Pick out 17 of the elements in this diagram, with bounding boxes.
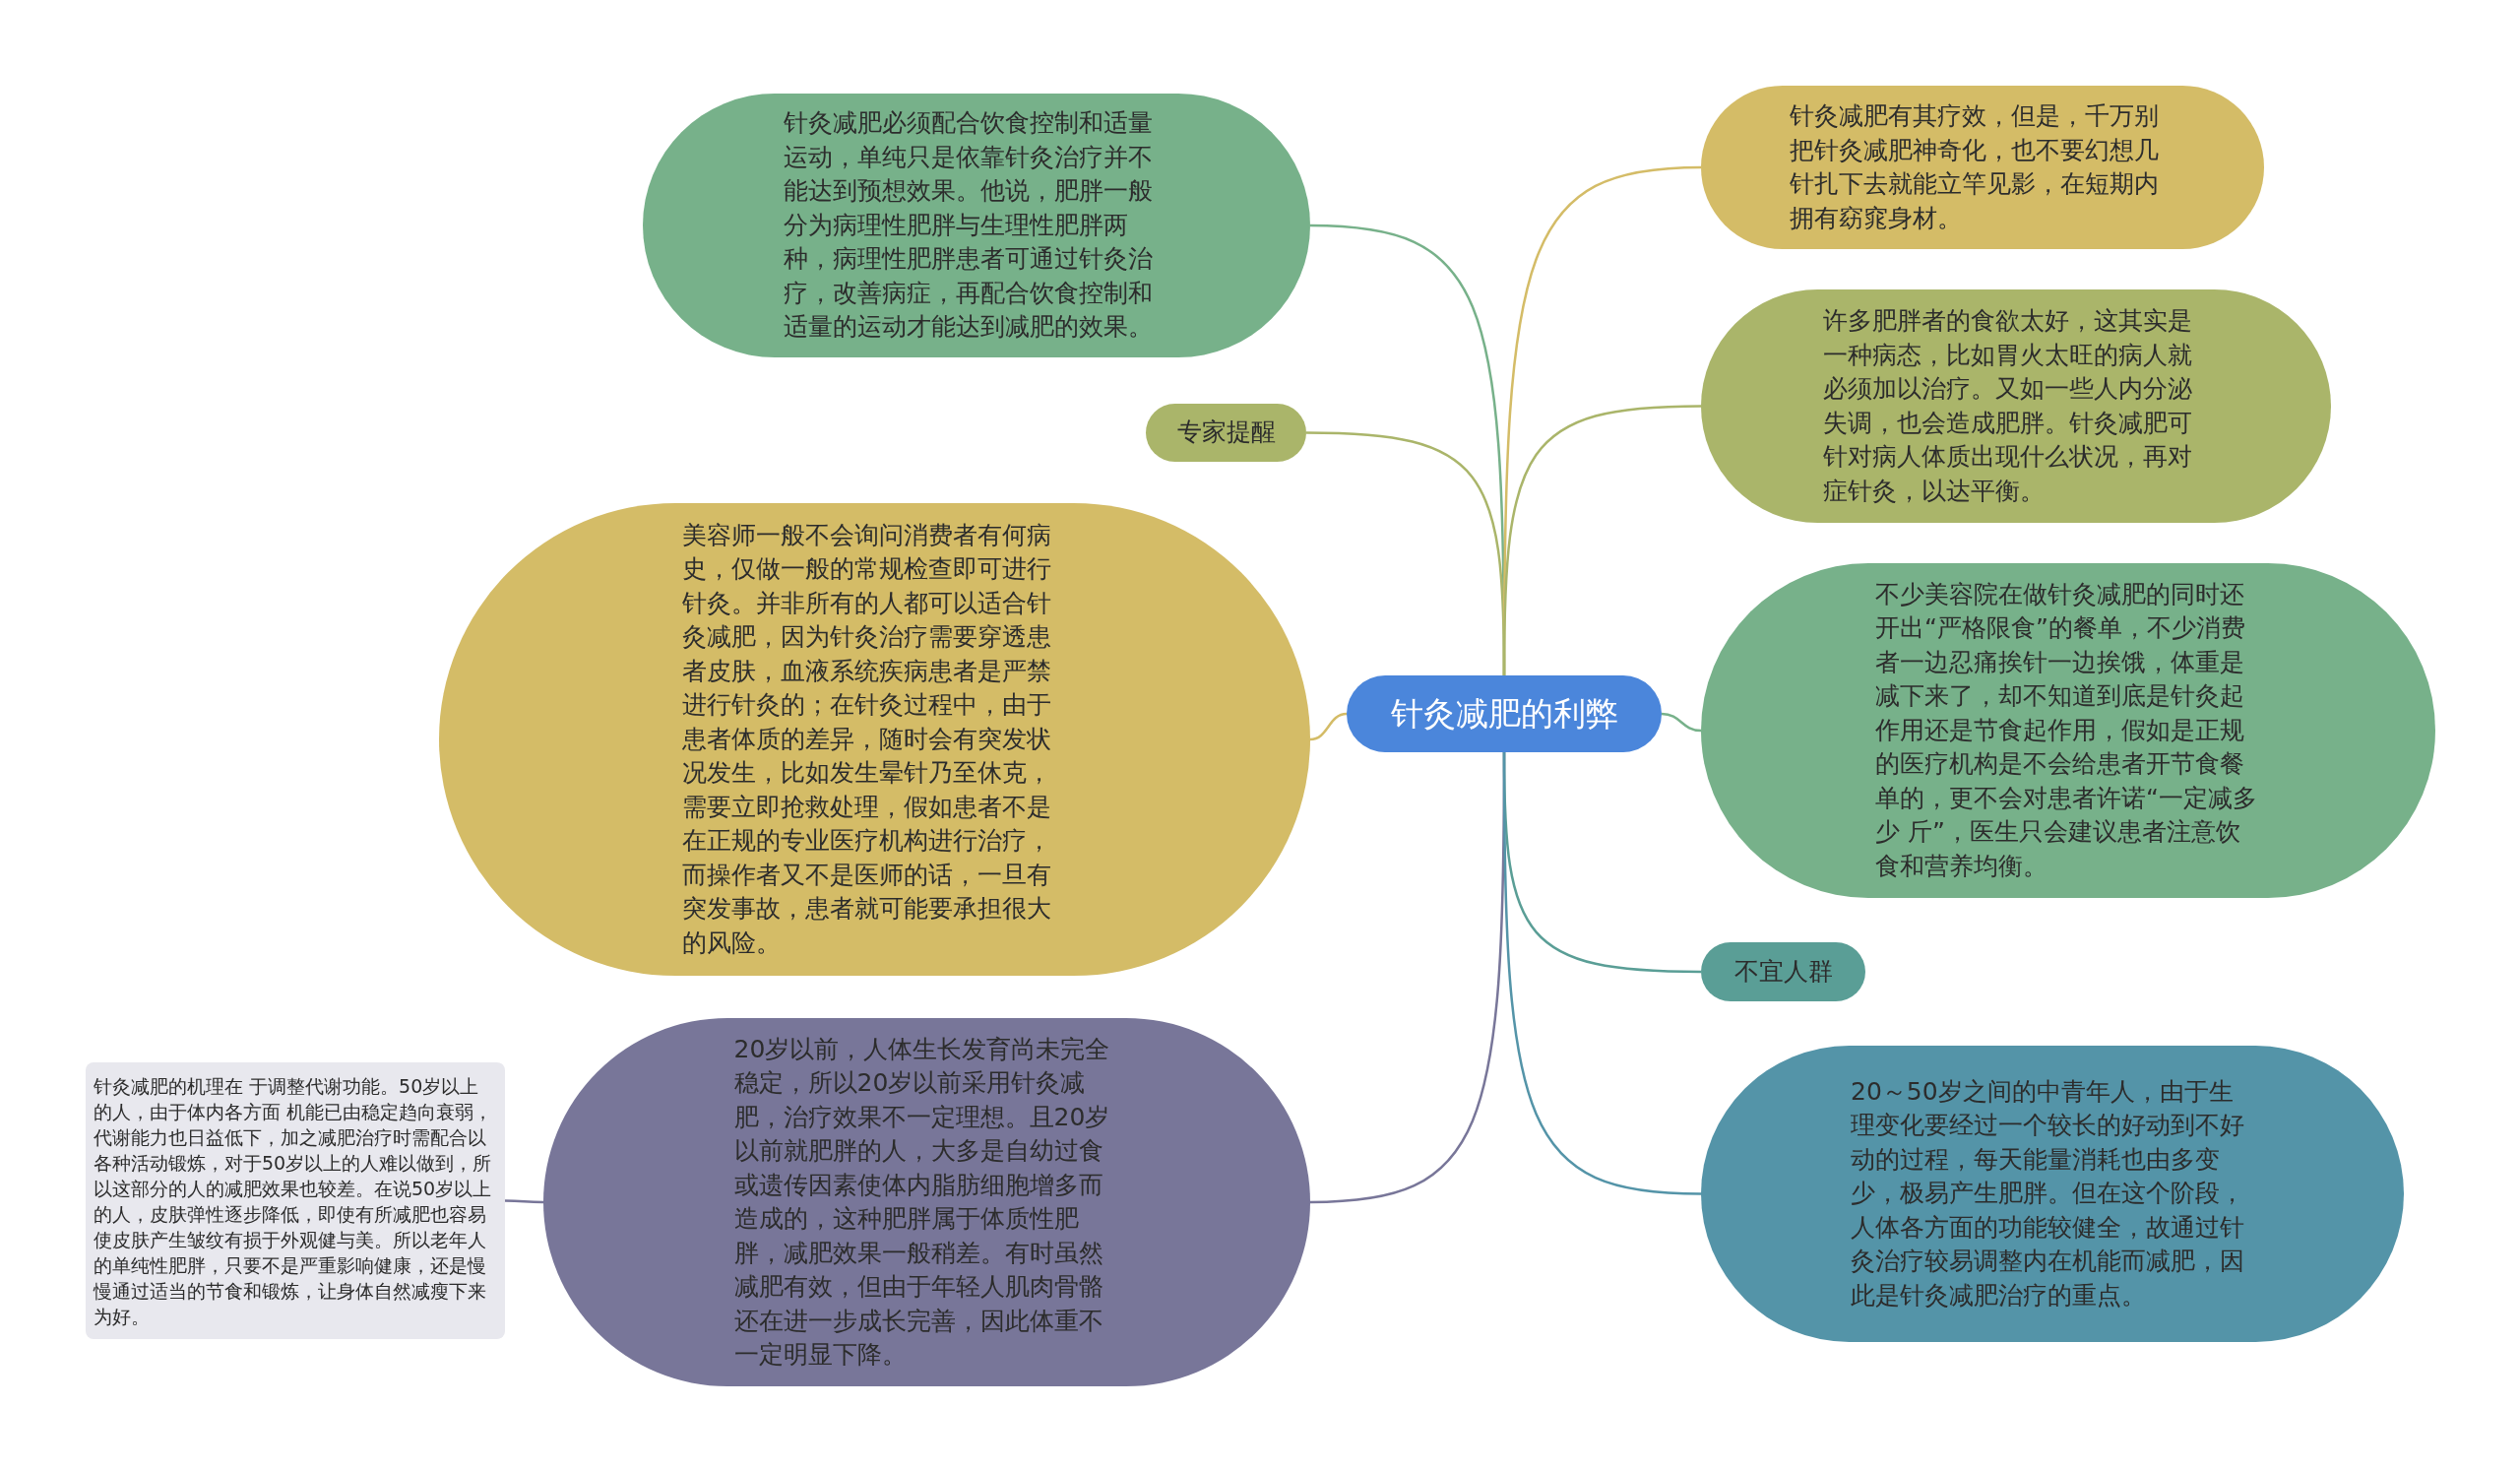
body-text: 针灸减肥有其疗效，但是，千万别把针灸减肥神奇化，也不要幻想几针扎下去就能立竿见影，在短期内拥有窈窕身材。 [1790,100,2160,234]
tag-label: 不宜人群 [1733,955,1833,988]
body-text: 20岁以前，人体生长发育尚未完全稳定，所以20岁以前采用针灸减肥，治疗效果不一定理想。且20岁以前就肥胖的人，大多是自幼过食或遗传因素使体内脂肪细胞增多而造成的，这种肥胖属于体质性肥胖，减肥效果一般稍差。有时虽然减肥有效，但由于年轻人肌肉骨骼还在进一步成长完善，因此体重不一定明显下降。 [733,1033,1111,1371]
connector-line [1309,712,1348,741]
connector-line [1502,405,1702,675]
body-text: 美容师一般不会询问消费者有何病史，仅做一般的常规检查即可进行针灸。并非所有的人都可以适合针灸减肥，因为针灸治疗需要穿透患者皮肤，血液系统疾病患者是严禁进行针灸的；在针灸过程中，由于患者体质的差异，随时会有突发状况发生，比如发生晕针乃至休克，需要立即抢救处理，假如患者不是在正规的专业医疗机构进行治疗，而操作者又不是医师的话，一旦有突发事故，患者就可能要承担很大的风险。 [681,519,1052,959]
body-text: 不少美容院在做针灸减肥的同时还开出“严格限食”的餐单，不少消费者一边忍痛挨针一边挨饿，体重是减下来了，却不知道到底是针灸起作用还是节食起作用，假如是正规的医疗机构是不会给患者开节食餐单的，更不会对患者许诺“一定减多少 斤”，医生只会建议患者注意饮食和营养均衡。 [1875,578,2258,882]
tag-label: 专家提醒 [1176,416,1276,449]
connector-line [1661,712,1702,733]
body-text: 针灸减肥的机理在 于调整代谢功能。50岁以上的人，由于体内各方面 机能已由稳定趋向衰弱，代谢能力也日益低下，加之减肥治疗时需配合以各种活动锻炼，对于50岁以上的人难以做到，所以这部分的人的减肥效果也较差。在说50岁以上的人，皮肤弹性逐步降低，即使有所减肥也容易使皮肤产生皱纹有损于外观健与美。所以老年人的单纯性肥胖，只要不是严重影响健康，还是慢慢通过适当的节食和锻炼，让身体自然减瘦下来为好。 [94,1073,494,1329]
subtopic-tag [1701,942,1865,1001]
body-text: 20～50岁之间的中青年人，由于生理变化要经过一个较长的好动到不好动的过程，每天能量消耗也由多变少，极易产生肥胖。但在这个阶段，人体各方面的功能较健全，故通过针灸治疗较易调整内在机能而减肥，因此是针灸减肥治疗的重点。 [1851,1075,2245,1311]
body-text: 许多肥胖者的食欲太好，这其实是一种病态，比如胃火太旺的病人就必须加以治疗。又如一些人内分泌失调，也会造成肥胖。针灸减肥可针对病人体质出现什么状况，再对症针灸，以达平衡。 [1823,305,2193,507]
body-text: 针灸减肥必须配合饮食控制和适量运动，单纯只是依靠针灸治疗并不能达到预想效果。他说，肥胖一般分为病理性肥胖与生理性肥胖两种，病理性肥胖患者可通过针灸治疗，改善病症，再配合饮食控制和适量的运动才能达到减肥的效果。 [784,107,1154,344]
connector-line [1502,752,1702,1195]
connector-line [505,1199,543,1204]
topic-title: 针灸减肥的利弊 [1390,696,1618,732]
